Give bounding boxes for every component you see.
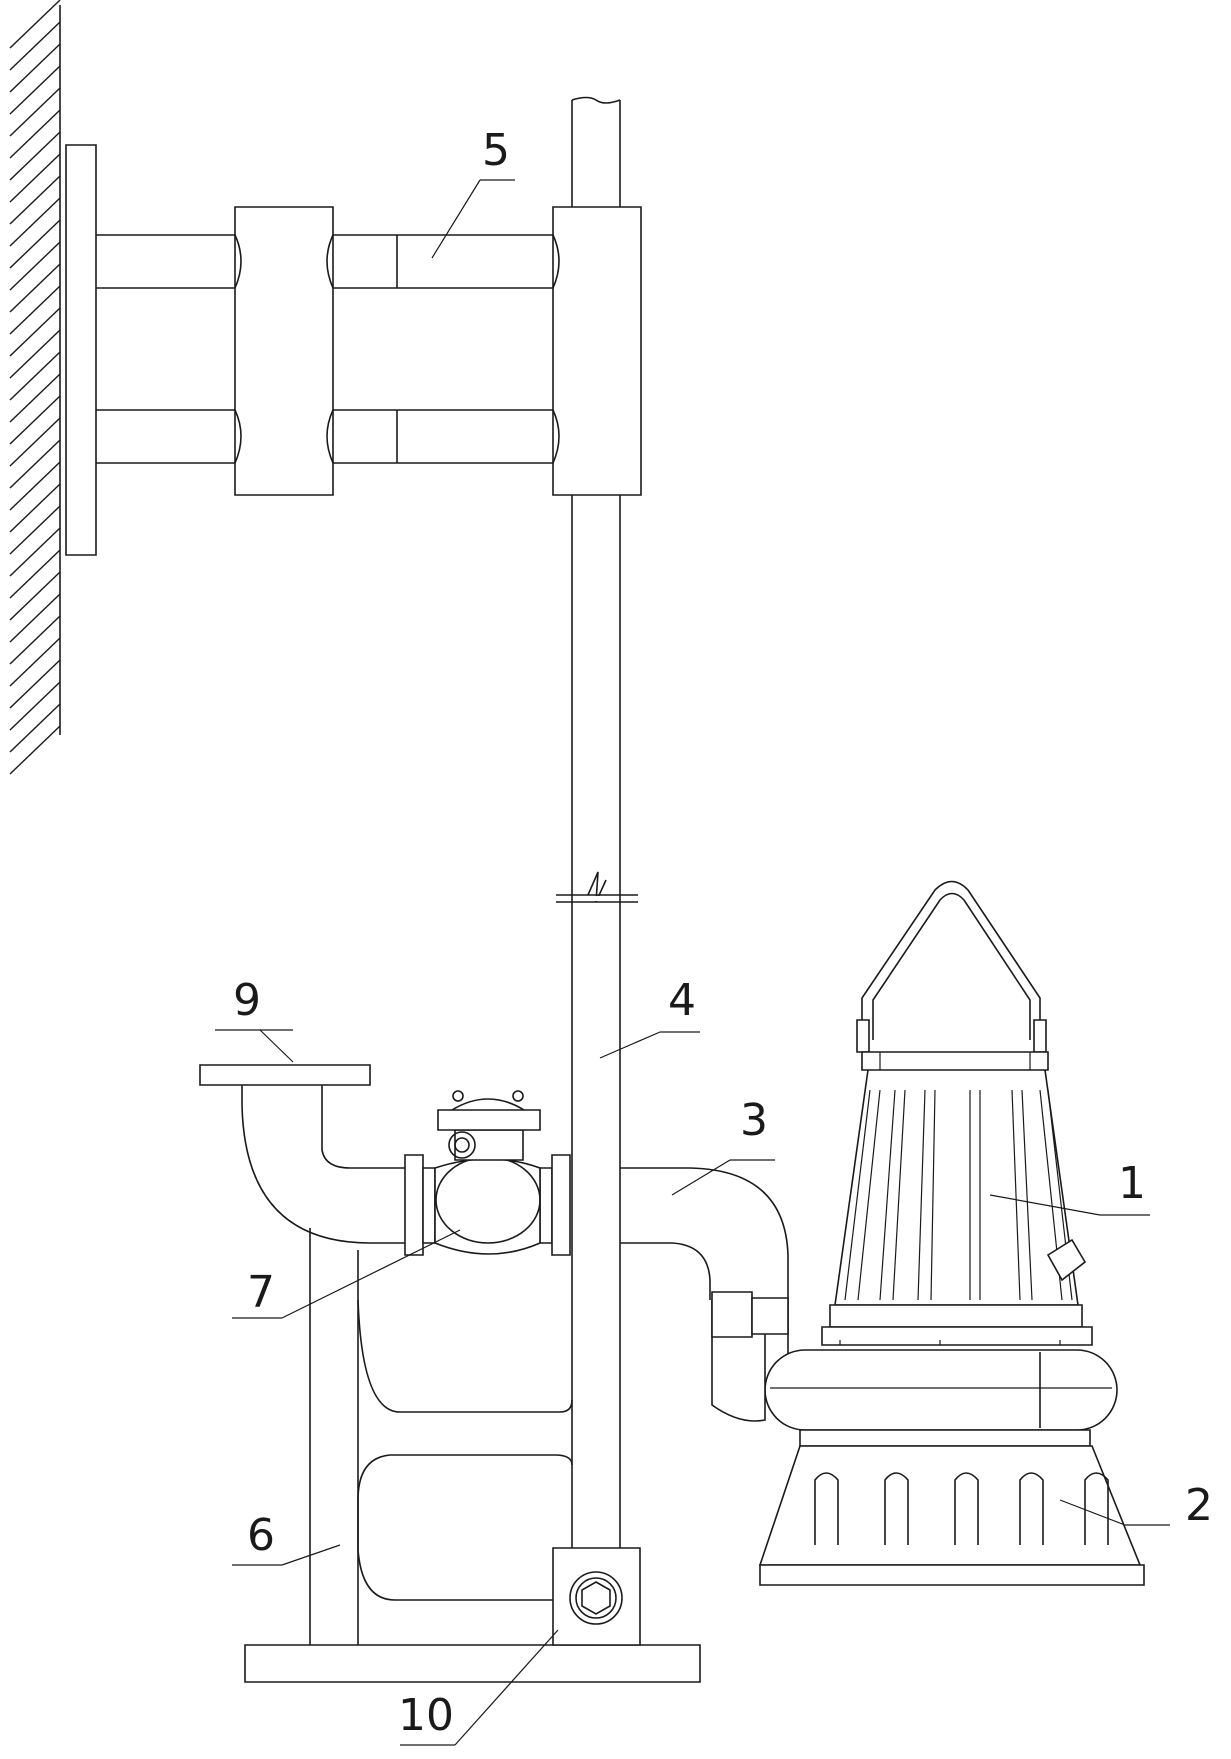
- callout-labels: 5 9 4 3 1 7 2 6 10: [233, 125, 1213, 1741]
- hatch-line: [10, 110, 60, 158]
- hatch-line: [10, 242, 60, 290]
- hatch-line: [10, 616, 60, 664]
- leader-6-pointer: [282, 1545, 340, 1565]
- hatch-line: [10, 220, 60, 268]
- callout-5: 5: [482, 125, 510, 176]
- submersible-pump: [712, 882, 1117, 1447]
- hatch-line: [10, 396, 60, 444]
- support-frame: [245, 1228, 700, 1682]
- hatch-line: [10, 330, 60, 378]
- riser-pipe: [556, 98, 638, 1549]
- hatch-line: [10, 286, 60, 334]
- leader-1: [990, 1195, 1100, 1215]
- hatch-line: [10, 484, 60, 532]
- pump-stand: [760, 1446, 1144, 1585]
- wall: [10, 0, 60, 774]
- bypass-pipe: [200, 1065, 405, 1243]
- leader-3: [672, 1160, 730, 1195]
- hatch-line: [10, 176, 60, 224]
- hatch-line: [10, 198, 60, 246]
- hatch-line: [10, 726, 60, 774]
- leader-4: [600, 1032, 660, 1058]
- hatch-line: [10, 352, 60, 400]
- hatch-line: [10, 462, 60, 510]
- leader-10-pointer: [455, 1630, 558, 1745]
- wall-bracket: [66, 145, 641, 555]
- hatch-line: [10, 704, 60, 752]
- callout-2: 2: [1185, 1480, 1213, 1531]
- callout-10: 10: [398, 1690, 454, 1741]
- hatch-line: [10, 682, 60, 730]
- hatch-line: [10, 440, 60, 488]
- hatch-line: [10, 374, 60, 422]
- leader-5: [432, 180, 480, 258]
- callout-3: 3: [740, 1095, 768, 1146]
- callout-6: 6: [247, 1510, 275, 1561]
- outlet-elbow: [620, 1168, 788, 1358]
- hatch-line: [10, 550, 60, 598]
- hatch-line: [10, 506, 60, 554]
- pivot-block: [553, 1548, 640, 1645]
- hatch-line: [10, 594, 60, 642]
- hatch-line: [10, 44, 60, 92]
- hatch-line: [10, 528, 60, 576]
- leader-lines: [215, 180, 1170, 1745]
- hatch-line: [10, 418, 60, 466]
- callout-7: 7: [247, 1267, 275, 1318]
- leader-2-pointer: [1060, 1500, 1125, 1525]
- leader-7-pointer: [282, 1230, 460, 1318]
- hatch-line: [10, 66, 60, 114]
- hatch-line: [10, 132, 60, 180]
- check-valve: [405, 1091, 570, 1255]
- leader-9-pointer: [260, 1030, 293, 1062]
- hatch-line: [10, 88, 60, 136]
- hatch-line: [10, 0, 60, 48]
- hatch-line: [10, 22, 60, 70]
- hatch-line: [10, 308, 60, 356]
- callout-9: 9: [233, 975, 261, 1026]
- hatch-line: [10, 572, 60, 620]
- hatch-line: [10, 638, 60, 686]
- hatch-line: [10, 660, 60, 708]
- hatch-line: [10, 264, 60, 312]
- callout-4: 4: [668, 975, 696, 1026]
- wall-hatching: [10, 0, 60, 774]
- callout-1: 1: [1118, 1158, 1146, 1209]
- hatch-line: [10, 154, 60, 202]
